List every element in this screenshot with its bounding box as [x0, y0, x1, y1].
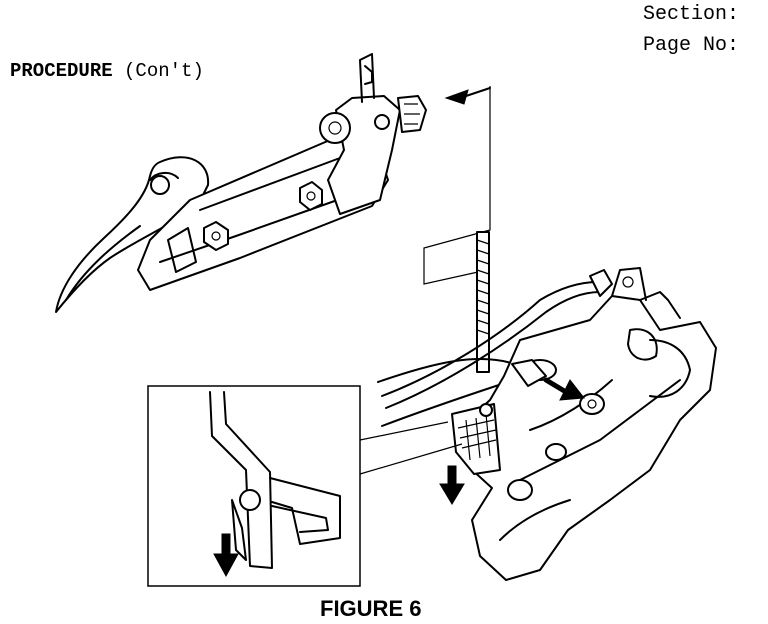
door-latch-assembly [439, 267, 717, 581]
cable-end-upper [589, 269, 613, 297]
rod-guide-lines [423, 86, 491, 285]
procedure-title-suffix: (Con't) [112, 60, 204, 82]
door-handle-assembly [55, 53, 427, 313]
figure-caption: FIGURE 6 [320, 596, 422, 621]
lock-lever [451, 403, 501, 475]
inset-frame [147, 385, 361, 587]
handle-pivot [150, 175, 170, 195]
direction-arrow-upper [444, 89, 469, 105]
arrow-down-inset [213, 533, 239, 578]
inset-detail [147, 385, 463, 587]
inset-pin [239, 489, 261, 511]
bracket-roller [319, 112, 351, 144]
arrow-down-latch [439, 465, 465, 505]
procedure-title-bold: PROCEDURE [10, 60, 113, 82]
latch-body [467, 295, 717, 581]
arrow-pull-right [543, 377, 585, 401]
bolt-lower [203, 221, 229, 251]
cable-connector [511, 359, 547, 387]
inset-lever [209, 391, 273, 569]
page-no-label: Page No: [643, 34, 740, 57]
procedure-heading: PROCEDURE (Con't) [10, 60, 204, 82]
section-label: Section: [643, 3, 740, 26]
threaded-rod [476, 231, 490, 373]
bolt-upper [299, 181, 323, 211]
